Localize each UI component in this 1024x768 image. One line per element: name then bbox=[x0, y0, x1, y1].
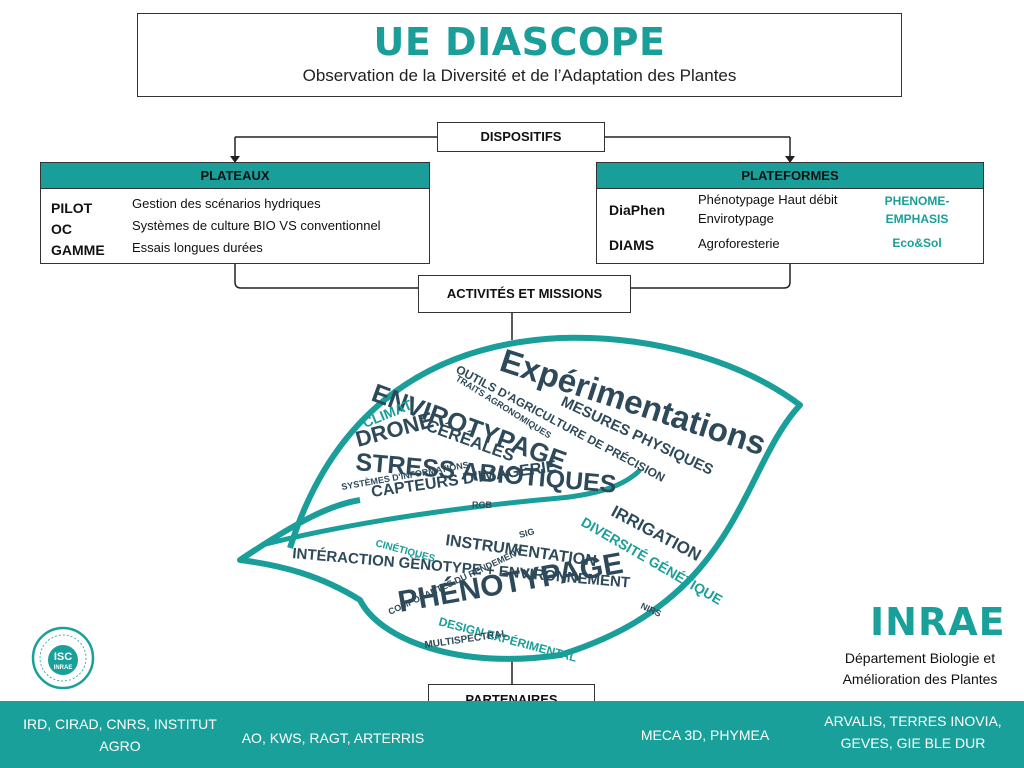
plateaux-panel: PLATEAUX PILOT OC GAMME Gestion des scén… bbox=[40, 162, 430, 264]
dispositifs-label: DISPOSITIFS bbox=[437, 122, 605, 152]
plateau-item-2: Systèmes de culture BIO VS conventionnel bbox=[132, 218, 381, 233]
partner-ecosol: Eco&Sol bbox=[892, 236, 942, 250]
plateformes-title: PLATEFORMES bbox=[597, 163, 983, 189]
isc-logo-text: ISC bbox=[54, 651, 72, 663]
partners-col4: ARVALIS, TERRES INOVIA, GEVES, GIE BLE D… bbox=[824, 713, 1002, 751]
isc-logo-sub: INRAE bbox=[54, 665, 73, 671]
partners-col2: AO, KWS, RAGT, ARTERRIS bbox=[241, 730, 425, 746]
plateau-code-pilot: PILOT bbox=[51, 200, 93, 216]
activites-label: ACTIVITÉS ET MISSIONS bbox=[418, 275, 631, 313]
plateau-item-3: Essais longues durées bbox=[132, 240, 263, 255]
plateforme-code-diams: DIAMS bbox=[609, 237, 655, 253]
word-21: SIG bbox=[518, 526, 536, 540]
plateaux-title: PLATEAUX bbox=[41, 163, 429, 189]
plateau-code-oc: OC bbox=[51, 221, 72, 237]
plateformes-panel: PLATEFORMES DiaPhen DIAMS Phénotypage Ha… bbox=[596, 162, 984, 264]
department-name: Département Biologie et Amélioration des… bbox=[842, 650, 998, 687]
plateau-code-gamme: GAMME bbox=[51, 242, 105, 258]
partners-col1: IRD, CIRAD, CNRS, INSTITUT AGRO bbox=[23, 716, 217, 754]
partners-col3: MECA 3D, PHYMEA bbox=[640, 727, 770, 743]
leaf-midrib bbox=[261, 468, 642, 548]
inrae-logo: INRAE bbox=[870, 600, 1006, 644]
partner-phenome-2: EMPHASIS bbox=[885, 212, 949, 226]
partner-phenome-1: PHENOME- bbox=[884, 194, 950, 208]
plateforme-item-2: Envirotypage bbox=[698, 211, 774, 226]
plateforme-code-diaphen: DiaPhen bbox=[609, 202, 666, 218]
page-subtitle: Observation de la Diversité et de l’Adap… bbox=[302, 66, 737, 85]
leaf-outline bbox=[237, 334, 803, 662]
partners-footer: IRD, CIRAD, CNRS, INSTITUT AGRO AO, KWS,… bbox=[0, 701, 1024, 768]
word-20: RGB bbox=[472, 500, 493, 510]
plateau-item-1: Gestion des scénarios hydriques bbox=[132, 196, 321, 211]
plateforme-item-3: Agroforesterie bbox=[698, 236, 780, 251]
title-box: UE DIASCOPE Observation de la Diversité … bbox=[137, 13, 902, 97]
page-title: UE DIASCOPE bbox=[373, 20, 666, 64]
plateforme-item-1: Phénotypage Haut débit bbox=[698, 192, 838, 207]
